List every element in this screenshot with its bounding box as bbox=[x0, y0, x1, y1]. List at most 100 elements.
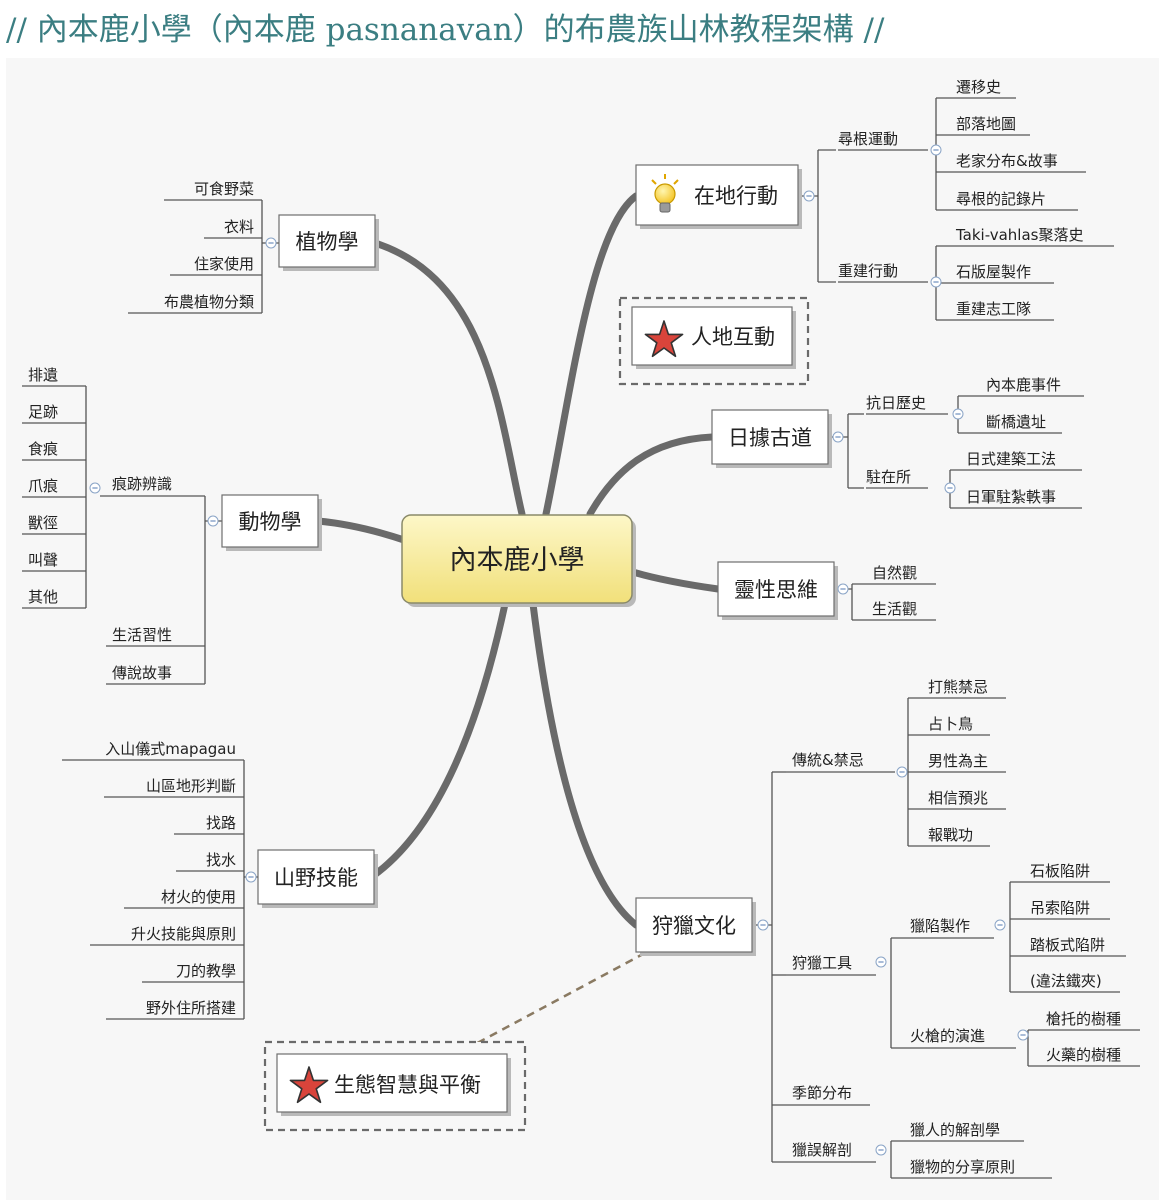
leaf-label: 食痕 bbox=[28, 440, 58, 458]
leaf-label: 占卜鳥 bbox=[928, 715, 973, 733]
mind-map-diagram: 內本鹿小學 在地行動 人地互動 日據古道 靈性思維 bbox=[6, 58, 1159, 1200]
leaf-label: 住家使用 bbox=[194, 255, 254, 273]
leaf-label: 火藥的樹種 bbox=[1046, 1046, 1121, 1064]
relation-arrow bbox=[455, 951, 646, 1055]
canvas-background bbox=[6, 58, 1159, 1200]
leaf-label: 排遺 bbox=[28, 366, 58, 384]
leaf-label: 日式建築工法 bbox=[966, 450, 1056, 468]
topic-label: 人地互動 bbox=[691, 325, 775, 349]
leaf-label: 打熊禁忌 bbox=[928, 678, 988, 696]
topic-local-action[interactable]: 在地行動 bbox=[635, 164, 802, 229]
topic-zoology[interactable]: 動物學 bbox=[221, 494, 322, 551]
collapse-icon[interactable] bbox=[837, 583, 849, 595]
star-icon bbox=[289, 1066, 329, 1104]
topic-label: 在地行動 bbox=[694, 184, 778, 208]
trunk-wilderness bbox=[366, 600, 509, 882]
topic-label: 狩獵文化 bbox=[652, 914, 736, 938]
collapse-icon[interactable] bbox=[245, 871, 257, 883]
collapse-icon[interactable] bbox=[994, 919, 1006, 931]
collapse-icon[interactable] bbox=[265, 237, 277, 249]
leaf-label: 重建志工隊 bbox=[956, 300, 1031, 318]
leaf-label: 刀的教學 bbox=[176, 962, 236, 980]
topic-label: 日據古道 bbox=[728, 426, 812, 450]
leaf-label: 獸徑 bbox=[28, 514, 58, 532]
trunk-local-action bbox=[542, 192, 640, 518]
leaf-label: 獵人的解剖學 bbox=[910, 1121, 1000, 1139]
collapse-icon[interactable] bbox=[832, 431, 844, 443]
node-labels: 尋根運動遷移史部落地圖老家分布&故事尋根的記錄片重建行動Taki-vahlas聚… bbox=[28, 78, 1121, 1176]
collapse-icon[interactable] bbox=[930, 276, 942, 288]
topic-wilderness[interactable]: 山野技能 bbox=[257, 849, 378, 908]
leaf-label: 可食野菜 bbox=[194, 180, 254, 198]
center-label: 內本鹿小學 bbox=[450, 545, 585, 576]
leaf-label: 獵物的分享原則 bbox=[910, 1158, 1015, 1176]
leaf-label: 傳說故事 bbox=[112, 664, 172, 682]
collapse-icon[interactable] bbox=[952, 408, 964, 420]
leaf-label: 男性為主 bbox=[928, 752, 988, 770]
subtopic-label: 痕跡辨識 bbox=[112, 475, 172, 493]
leaf-label: 野外住所搭建 bbox=[146, 999, 236, 1017]
collapse-icon[interactable] bbox=[896, 766, 908, 778]
collapse-icon[interactable] bbox=[930, 144, 942, 156]
floating-topic-ecology[interactable]: 生態智慧與平衡 bbox=[263, 1040, 527, 1132]
leaf-label: 日軍駐紮軼事 bbox=[966, 488, 1056, 506]
leaf-label: 材火的使用 bbox=[161, 888, 236, 906]
trunk-zoology bbox=[314, 517, 408, 544]
leaf-label: 自然觀 bbox=[872, 564, 917, 582]
topic-botany[interactable]: 植物學 bbox=[278, 214, 379, 271]
collapse-icons bbox=[89, 144, 1029, 1156]
leaf-label: 報戰功 bbox=[928, 826, 973, 844]
lightbulb-icon bbox=[651, 174, 679, 213]
star-icon bbox=[644, 320, 684, 358]
leaf-label: Taki-vahlas聚落史 bbox=[955, 226, 1084, 244]
subtopic-label: 抗日歷史 bbox=[866, 394, 926, 412]
collapse-icon[interactable] bbox=[757, 919, 769, 931]
leaf-label: 吊索陷阱 bbox=[1030, 899, 1090, 917]
trunk-japanese-road bbox=[586, 433, 716, 518]
main-branches bbox=[314, 192, 722, 929]
leaf-label: 入山儀式mapagau bbox=[105, 740, 236, 758]
trunk-hunting bbox=[529, 600, 640, 929]
leaf-label: (違法鐵夾) bbox=[1030, 972, 1102, 990]
topic-label: 山野技能 bbox=[274, 866, 358, 890]
page-title: // 內本鹿小學（內本鹿 pasnanavan）的布農族山林教程架構 // bbox=[0, 0, 1086, 60]
leaf-label: 生活習性 bbox=[112, 626, 172, 644]
collapse-icon[interactable] bbox=[875, 956, 887, 968]
collapse-icon[interactable] bbox=[1017, 1029, 1029, 1041]
topic-label: 動物學 bbox=[239, 510, 302, 534]
floating-topic-human-land[interactable]: 人地互動 bbox=[618, 296, 810, 386]
topic-japanese-road[interactable]: 日據古道 bbox=[711, 409, 832, 468]
collapse-icon[interactable] bbox=[207, 515, 219, 527]
leaf-label: 其他 bbox=[28, 588, 58, 606]
leaf-label: 布農植物分類 bbox=[164, 293, 254, 311]
leaf-label: 生活觀 bbox=[872, 600, 917, 618]
collapse-icon[interactable] bbox=[803, 190, 815, 202]
leaf-label: 踏板式陷阱 bbox=[1030, 936, 1105, 954]
center-node[interactable]: 內本鹿小學 bbox=[401, 514, 636, 607]
leaf-label: 斷橋遺址 bbox=[986, 413, 1046, 431]
trunk-spiritual bbox=[629, 568, 722, 593]
leaf-label: 升火技能與原則 bbox=[131, 925, 236, 943]
leaf-label: 衣料 bbox=[224, 218, 254, 236]
subtopic-label: 狩獵工具 bbox=[792, 954, 852, 972]
subtopic-label: 季節分布 bbox=[792, 1084, 852, 1102]
leaf-label: 尋根的記錄片 bbox=[956, 190, 1046, 208]
leaf-label: 山區地形判斷 bbox=[146, 777, 236, 795]
leaf-label: 足跡 bbox=[28, 403, 58, 421]
leaf-label: 老家分布&故事 bbox=[956, 152, 1058, 170]
topic-hunting[interactable]: 狩獵文化 bbox=[635, 897, 756, 956]
subtopic-label: 傳統&禁忌 bbox=[792, 751, 864, 769]
topic-label: 植物學 bbox=[296, 230, 359, 254]
collapse-icon[interactable] bbox=[875, 1144, 887, 1156]
topic-spiritual[interactable]: 靈性思維 bbox=[717, 561, 838, 620]
leaf-label: 遷移史 bbox=[956, 78, 1001, 96]
collapse-icon[interactable] bbox=[944, 482, 956, 494]
leaf-label: 找路 bbox=[206, 814, 236, 832]
leaf-label: 內本鹿事件 bbox=[986, 376, 1061, 394]
topic-label: 靈性思維 bbox=[734, 578, 818, 602]
leaf-label: 石版屋製作 bbox=[956, 263, 1031, 281]
trunk-botany bbox=[371, 239, 526, 518]
subtopic-label: 獵誤解剖 bbox=[792, 1141, 852, 1159]
collapse-icon[interactable] bbox=[89, 482, 101, 494]
subtopic-label: 重建行動 bbox=[838, 262, 898, 280]
